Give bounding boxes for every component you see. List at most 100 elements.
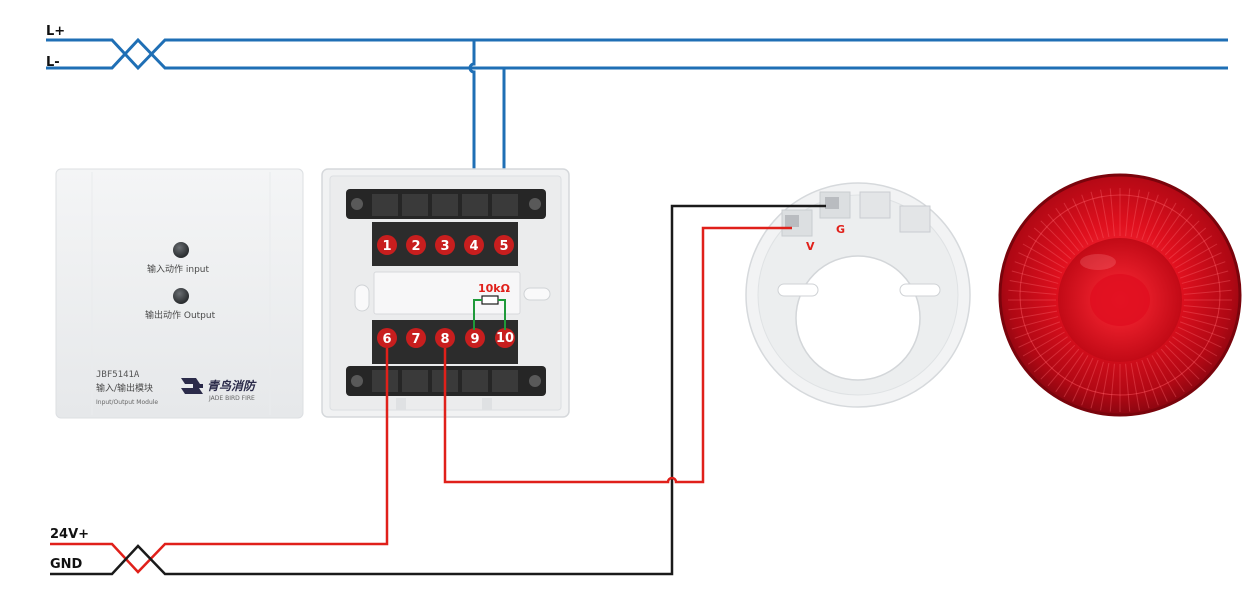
strobe-ridge bbox=[1072, 357, 1094, 402]
strobe-ridge bbox=[1022, 243, 1065, 269]
strobe-ridge bbox=[1175, 243, 1218, 269]
module-name-en: Input/Output Module bbox=[96, 399, 158, 406]
strobe-ridge bbox=[1072, 198, 1094, 243]
strobe-ridge bbox=[1040, 344, 1076, 380]
top-terminal-bar bbox=[346, 189, 546, 266]
strobe-ridge bbox=[1100, 362, 1110, 411]
strobe-ridge bbox=[1177, 326, 1222, 348]
strobe-ridge bbox=[1055, 352, 1084, 393]
module-name-cn: 输入/输出模块 bbox=[96, 382, 153, 394]
strobe-ridge bbox=[1172, 235, 1213, 264]
terminal-6-label: 6 bbox=[382, 332, 391, 347]
resistor-label: 10kΩ bbox=[478, 282, 511, 295]
strobe-ridge bbox=[1160, 348, 1193, 387]
strobe-ridge bbox=[1136, 361, 1150, 409]
terminal-9-label: 9 bbox=[470, 332, 479, 347]
strobe-ridge bbox=[1027, 235, 1068, 264]
strobe-ridge bbox=[1014, 321, 1061, 339]
strobe-ridge bbox=[1182, 280, 1231, 290]
strobe-ridge bbox=[1156, 207, 1185, 248]
strobe-ridge bbox=[1014, 261, 1061, 279]
strobe-ridge bbox=[1033, 227, 1072, 260]
strobe-ridge bbox=[1033, 340, 1072, 373]
strobe-ridge bbox=[1008, 305, 1057, 311]
gnd-label: GND bbox=[50, 557, 83, 572]
l-minus-label: L- bbox=[46, 55, 60, 70]
strobe-ridge bbox=[1179, 261, 1226, 279]
bottom-terminals: 6 7 8 9 10 bbox=[377, 328, 515, 348]
strobe-ridge bbox=[1168, 340, 1207, 373]
power-wiring: 24V+ GND bbox=[50, 204, 826, 576]
strobe-ridge bbox=[1081, 194, 1099, 241]
strobe-ridge bbox=[1182, 310, 1231, 320]
brand-logo-icon bbox=[181, 378, 203, 394]
strobe-ridge bbox=[1141, 194, 1159, 241]
strobe-ridge bbox=[1160, 213, 1193, 252]
l-minus-wire bbox=[46, 37, 1228, 70]
resistor-icon bbox=[481, 295, 499, 305]
strobe-ridge bbox=[1183, 305, 1232, 311]
strobe-ridge bbox=[1090, 191, 1104, 239]
strobe-ridge bbox=[1018, 252, 1063, 274]
terminal-9[interactable] bbox=[465, 328, 485, 348]
strobe-ridge bbox=[1011, 316, 1059, 330]
strobe-ridge bbox=[1047, 348, 1080, 387]
terminal-4-label: 4 bbox=[469, 239, 478, 254]
strobe-ridge bbox=[1146, 357, 1168, 402]
gnd-wire bbox=[50, 204, 826, 576]
strobe-ridge bbox=[1156, 352, 1185, 393]
l-plus-label: L+ bbox=[46, 24, 65, 39]
terminal-10[interactable] bbox=[495, 328, 515, 348]
strobe-ridge bbox=[1151, 355, 1177, 398]
terminal-10-label: 10 bbox=[496, 331, 514, 346]
strobe-ridge bbox=[1109, 188, 1115, 237]
terminal-7-label: 7 bbox=[411, 332, 420, 347]
l-plus-drop bbox=[468, 40, 476, 236]
strobe-mounting-base: V G bbox=[745, 182, 971, 408]
red-strobe-light bbox=[998, 173, 1242, 417]
strobe-ridge bbox=[1027, 336, 1068, 365]
terminal-3-label: 3 bbox=[440, 239, 449, 254]
l-plus-wire bbox=[46, 38, 1228, 71]
input-led-icon bbox=[173, 242, 189, 258]
output-led-icon bbox=[173, 288, 189, 304]
brand-name-en: JADE BIRD FIRE bbox=[208, 395, 255, 402]
strobe-ridge bbox=[1175, 331, 1218, 357]
terminal-2-label: 2 bbox=[411, 239, 420, 254]
strobe-ridge bbox=[1063, 355, 1089, 398]
strobe-ridge bbox=[1109, 363, 1115, 412]
top-terminals: 1 2 3 4 5 bbox=[377, 235, 514, 255]
strobe-ridge bbox=[1130, 189, 1140, 238]
base-terminal-v-label: V bbox=[806, 240, 815, 253]
bus-l-lines: L+ L- bbox=[46, 24, 1228, 236]
strobe-ridge bbox=[1141, 359, 1159, 406]
output-led-label: 输出动作 Output bbox=[145, 309, 216, 321]
terminal-5-label: 5 bbox=[499, 239, 508, 254]
strobe-ridge bbox=[1130, 362, 1140, 411]
strobe-ridge bbox=[1125, 363, 1131, 412]
strobe-ridge bbox=[1177, 252, 1222, 274]
terminal-1[interactable] bbox=[377, 235, 397, 255]
strobe-ridge bbox=[1146, 198, 1168, 243]
strobe-ridge bbox=[1008, 289, 1057, 295]
terminal-8[interactable] bbox=[435, 328, 455, 348]
strobe-ridge bbox=[1018, 326, 1063, 348]
strobe-ridge bbox=[1172, 336, 1213, 365]
terminal-6[interactable] bbox=[377, 328, 397, 348]
terminal-7[interactable] bbox=[406, 328, 426, 348]
terminal-4[interactable] bbox=[464, 235, 484, 255]
terminal-2[interactable] bbox=[406, 235, 426, 255]
terminal-3[interactable] bbox=[435, 235, 455, 255]
terminal-1-label: 1 bbox=[382, 239, 391, 254]
input-led-label: 输入动作 input bbox=[147, 263, 209, 275]
terminal-8-to-v-wire bbox=[443, 226, 792, 484]
strobe-ridge bbox=[1009, 280, 1058, 290]
terminal-5[interactable] bbox=[494, 235, 514, 255]
strobe-ridge bbox=[1081, 359, 1099, 406]
strobe-ridge bbox=[1009, 310, 1058, 320]
strobe-ridge bbox=[1055, 207, 1084, 248]
strobe-ridge bbox=[1047, 213, 1080, 252]
strobe-ridge bbox=[1179, 321, 1226, 339]
strobe-ridge bbox=[1090, 361, 1104, 409]
